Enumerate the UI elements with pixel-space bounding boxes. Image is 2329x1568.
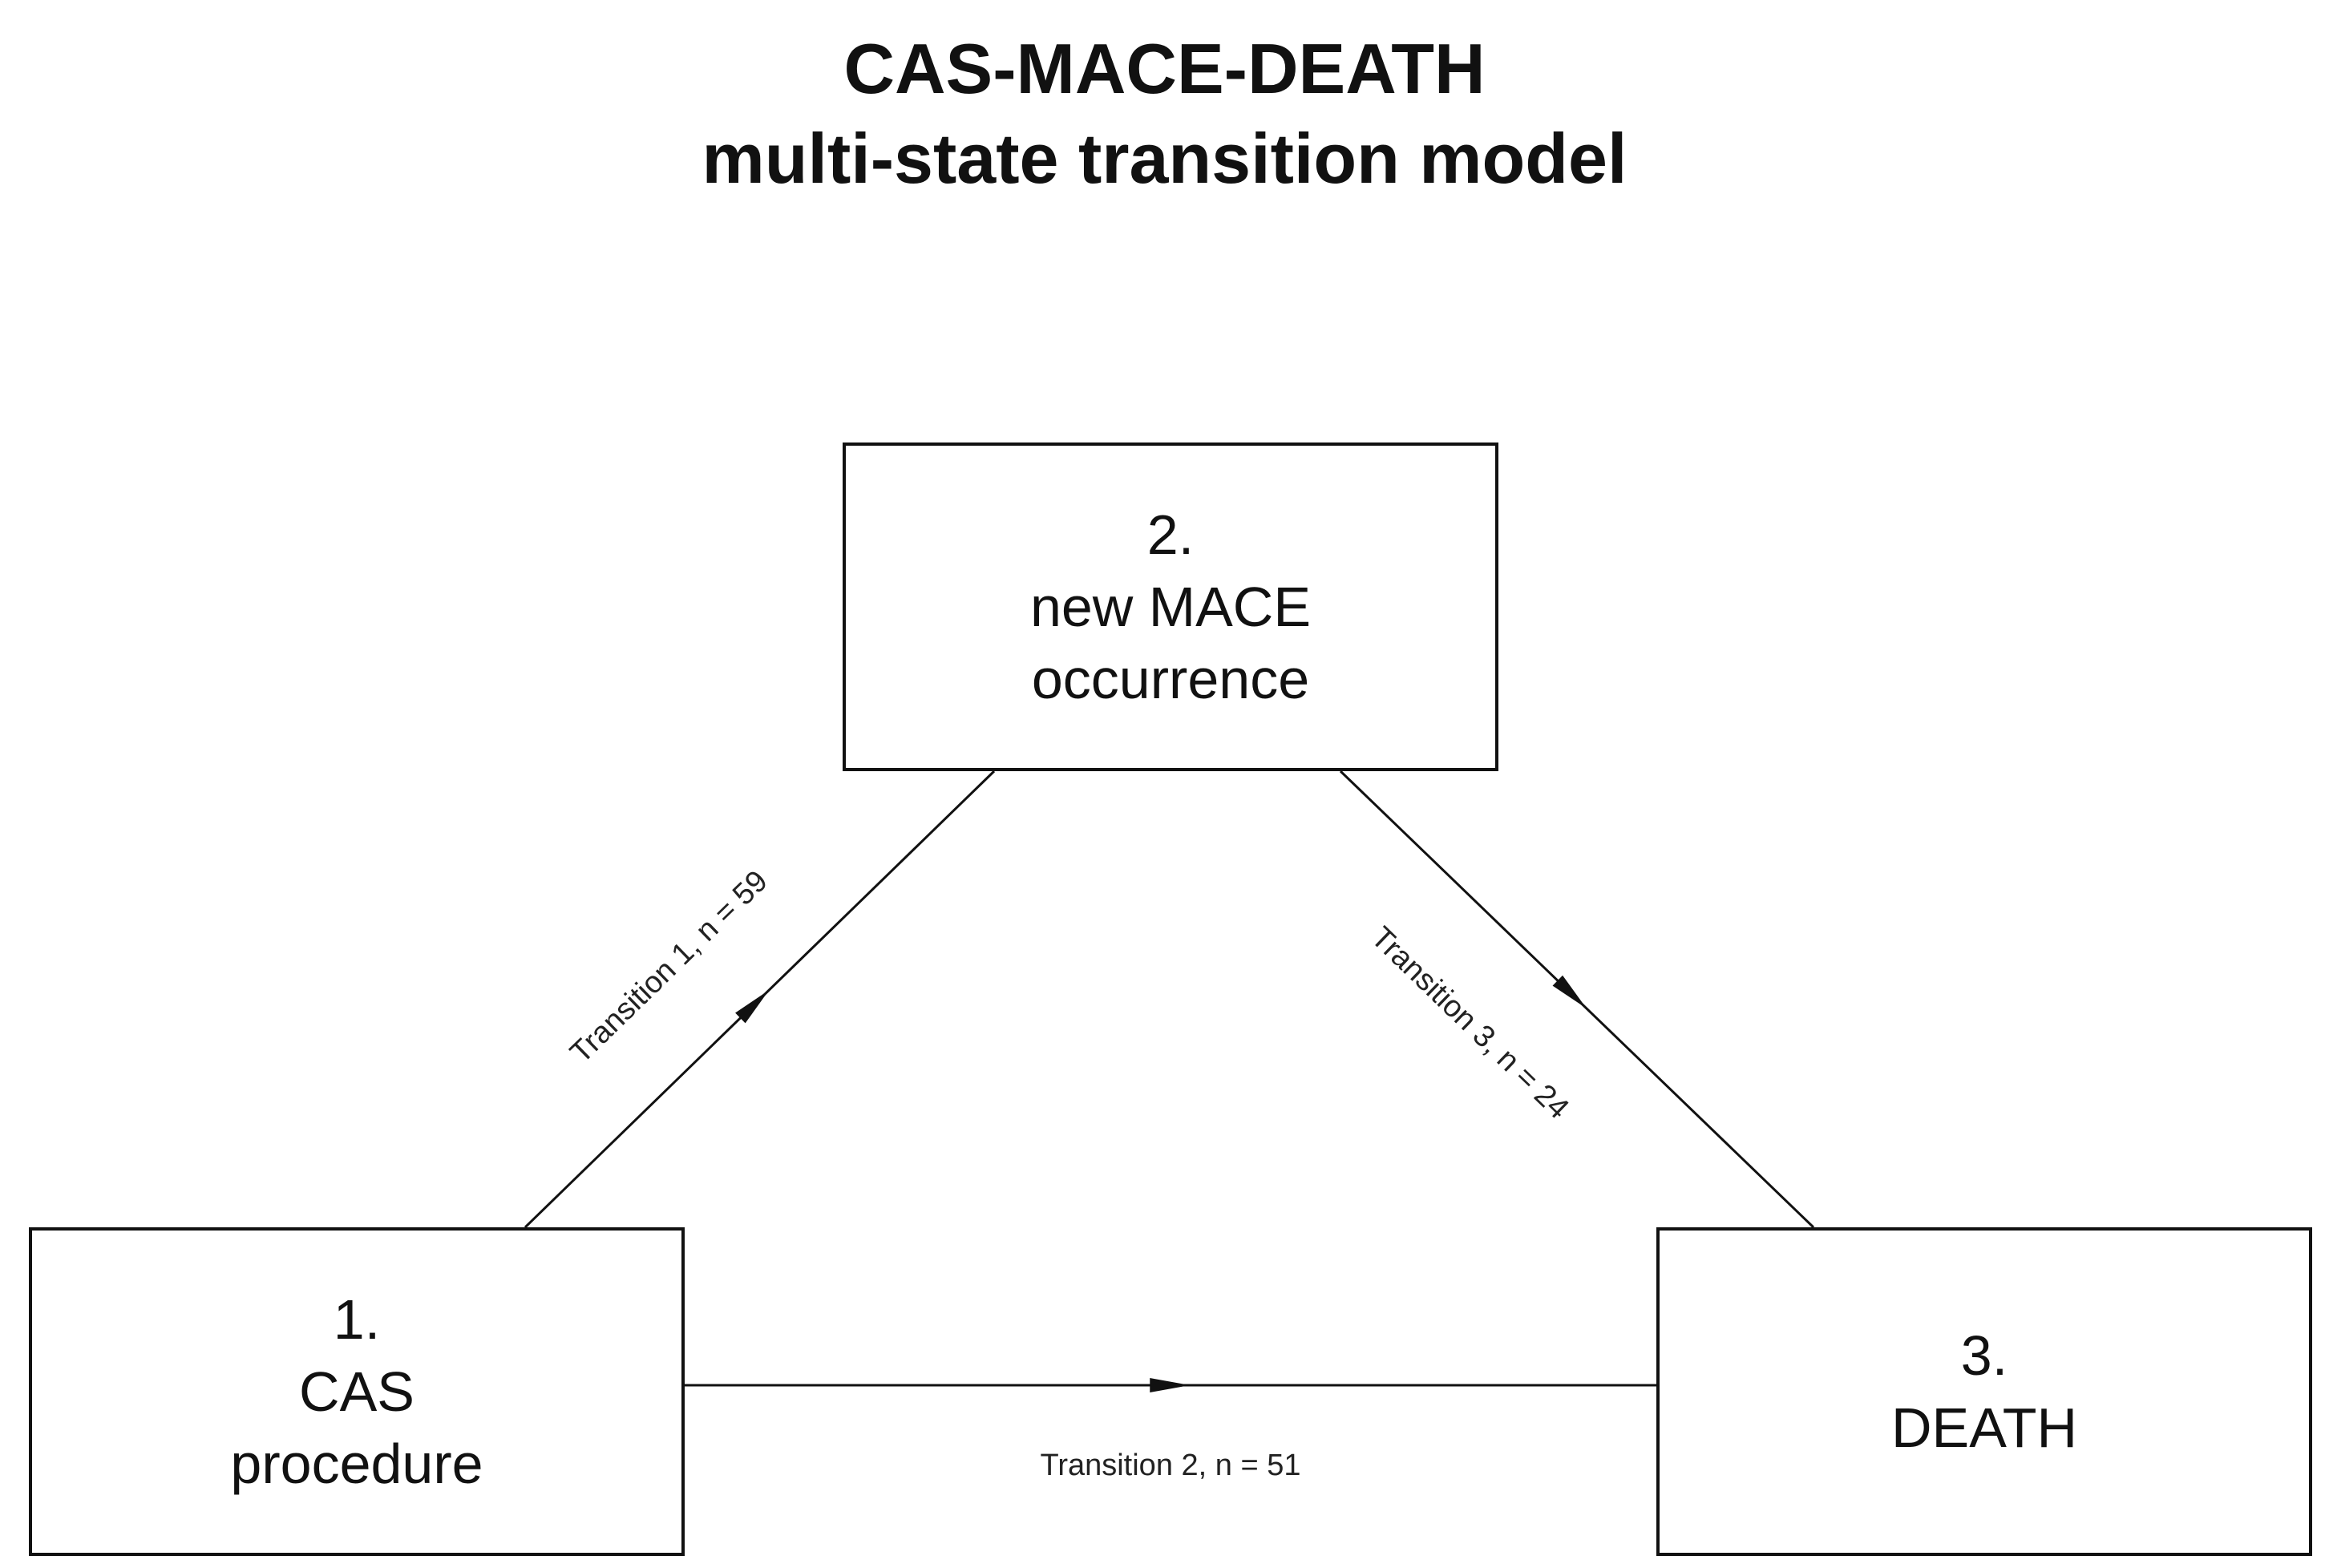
state-2-number: 2. bbox=[1146, 503, 1195, 566]
transition-1-arrowhead bbox=[735, 990, 770, 1024]
state-box-cas-procedure: 1. CAS procedure bbox=[29, 1227, 685, 1556]
transition-2-edge bbox=[685, 1378, 1656, 1392]
transition-2-arrowhead bbox=[1150, 1378, 1191, 1392]
state-1-label-line1: CAS bbox=[299, 1360, 414, 1423]
title-line-2: multi-state transition model bbox=[702, 119, 1627, 198]
title-line-1: CAS-MACE-DEATH bbox=[843, 29, 1486, 108]
state-3-number: 3. bbox=[1960, 1324, 2008, 1387]
transition-1-edge bbox=[524, 770, 996, 1229]
transition-3-arrowhead bbox=[1552, 975, 1587, 1008]
state-3-label-line1: DEATH bbox=[1890, 1396, 2078, 1459]
transition-2-label: Transition 2, n = 51 bbox=[1041, 1449, 1301, 1482]
transition-3-label: Transition 3, n = 24 bbox=[1365, 920, 1575, 1125]
state-2-label-line1: new MACE bbox=[1029, 576, 1312, 638]
state-1-number: 1. bbox=[333, 1288, 381, 1351]
state-1-label-line2: procedure bbox=[230, 1433, 483, 1495]
diagram-title: CAS-MACE-DEATH multi-state transition mo… bbox=[0, 24, 2329, 204]
transition-1-label: Transition 1, n = 59 bbox=[564, 864, 774, 1070]
state-box-death: 3. DEATH bbox=[1656, 1227, 2312, 1556]
state-box-new-mace: 2. new MACE occurrence bbox=[843, 443, 1498, 771]
transition-3-edge bbox=[1339, 770, 1815, 1229]
state-2-label-line2: occurrence bbox=[1031, 648, 1310, 710]
